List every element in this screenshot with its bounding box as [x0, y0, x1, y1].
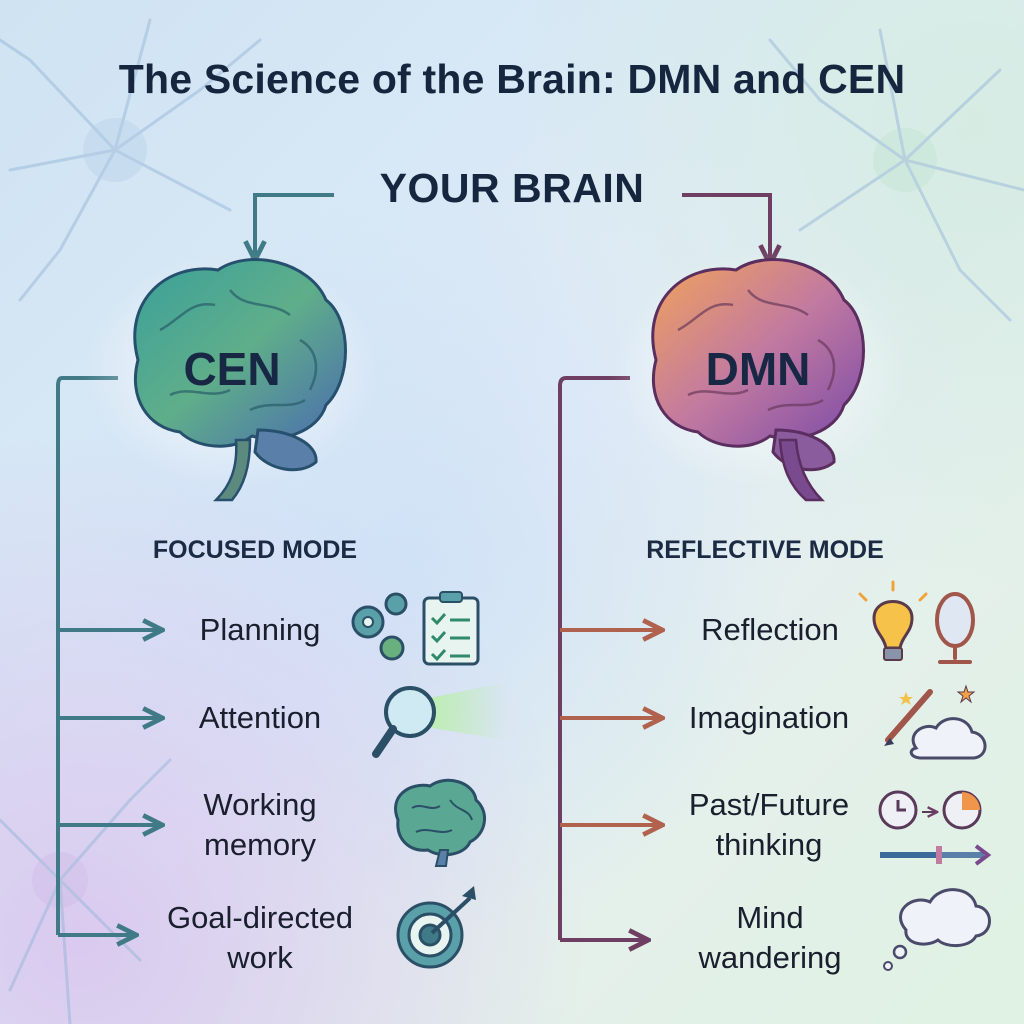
- dmn-item-past-future-thinking: Past/Future thinking: [688, 787, 850, 862]
- root-to-cen-arrow: [255, 193, 334, 258]
- dmn-mode-label: REFLECTIVE MODE: [646, 536, 884, 564]
- cen-item-goal-directed-work: Goal-directed work: [166, 900, 354, 975]
- paintbrush-cloud-icon: [884, 684, 987, 760]
- cen-mode-label: FOCUSED MODE: [152, 536, 358, 564]
- cen-brain-icon: [82, 250, 382, 502]
- root-node-label: YOUR BRAIN: [379, 165, 645, 211]
- thought-bubble-icon: [883, 888, 991, 971]
- dmn-item-imagination: Imagination: [688, 700, 850, 735]
- cen-item-working-memory: Working memory: [203, 787, 317, 862]
- dmn-label: DMN: [705, 343, 811, 395]
- brain-icon: [394, 778, 486, 867]
- dmn-trunk-line: [558, 376, 630, 940]
- dmn-item-mind-wandering: Mind wandering: [698, 900, 842, 975]
- cen-trunk-line: [56, 376, 118, 935]
- target-arrow-icon: [396, 886, 476, 969]
- cen-item-planning: Planning: [199, 612, 321, 647]
- page-title: The Science of the Brain: DMN and CEN: [118, 56, 906, 102]
- root-to-dmn-arrow: [682, 193, 770, 262]
- dmn-item-reflection: Reflection: [701, 612, 839, 647]
- cen-label: CEN: [183, 343, 281, 395]
- magnifying-glass-icon: [372, 682, 506, 758]
- gears-clipboard-icon: [351, 591, 480, 666]
- lightbulb-mirror-icon: [858, 580, 975, 664]
- dmn-brain-icon: [610, 250, 910, 502]
- clocks-timeline-icon: [878, 790, 992, 866]
- cen-item-attention: Attention: [198, 700, 322, 735]
